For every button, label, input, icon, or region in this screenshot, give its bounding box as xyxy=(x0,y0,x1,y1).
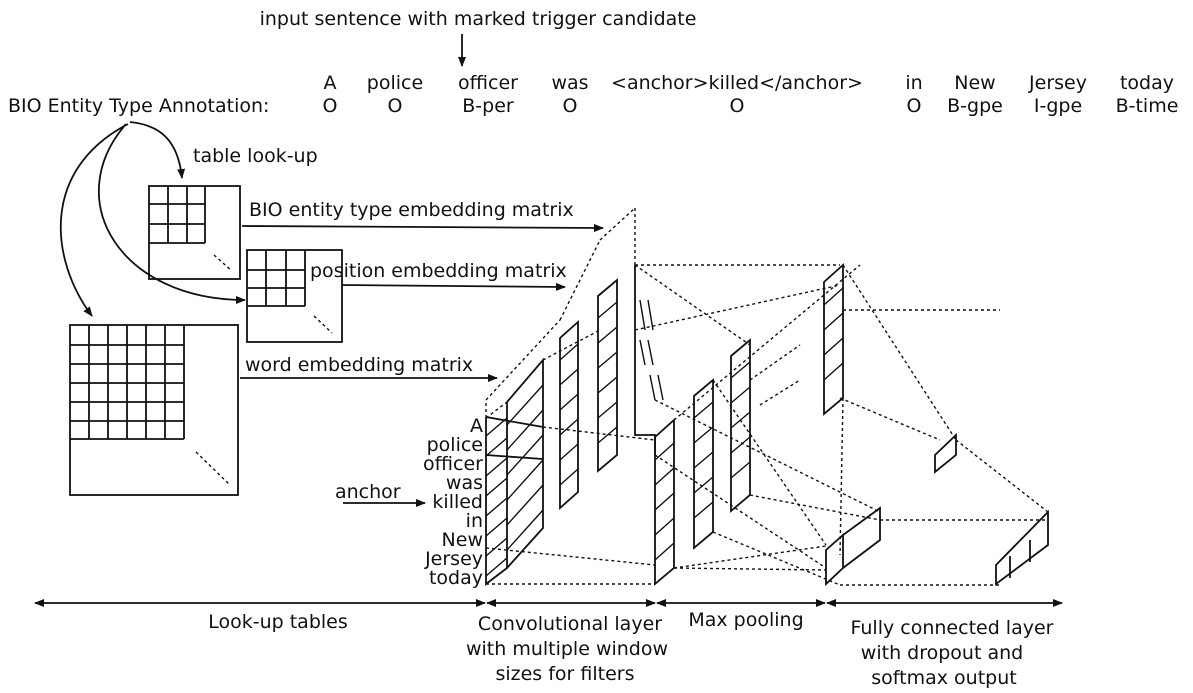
stage-fc-label-3: softmax output xyxy=(871,667,1016,689)
bio-tag: O xyxy=(388,95,403,117)
bio-tags: O O B-per O O O B-gpe I-gpe B-time xyxy=(323,95,1179,117)
anchor-label: anchor xyxy=(335,481,401,503)
position-embedding-table xyxy=(246,249,343,343)
input-embedding-block xyxy=(485,207,656,586)
bio-annotation-label: BIO Entity Type Annotation: xyxy=(8,95,269,117)
token: <anchor>killed</anchor> xyxy=(611,72,863,94)
token: A xyxy=(324,72,337,94)
input-column-words: A police officer was killed in New Jerse… xyxy=(423,415,483,589)
lookup-arrows xyxy=(59,121,246,317)
bio-tag: O xyxy=(730,95,745,117)
word-embedding-table xyxy=(69,324,239,496)
input-word: A xyxy=(470,415,483,437)
input-word: was xyxy=(446,472,483,494)
input-word: killed xyxy=(432,491,483,513)
token: officer xyxy=(458,72,518,94)
bio-tag: I-gpe xyxy=(1034,95,1082,117)
bio-tag: B-gpe xyxy=(947,95,1003,117)
bio-matrix-arrow xyxy=(241,223,604,232)
bio-tag: O xyxy=(563,95,578,117)
stage-conv-label-2: with multiple window xyxy=(466,638,668,660)
bio-matrix-label: BIO entity type embedding matrix xyxy=(249,199,574,221)
input-word: police xyxy=(427,434,483,456)
input-word: New xyxy=(442,529,483,551)
bio-tag: B-per xyxy=(462,95,514,117)
sentence-tokens: A police officer was <anchor>killed</anc… xyxy=(324,72,1175,94)
bio-embedding-table xyxy=(148,185,241,280)
input-word: today xyxy=(429,567,483,589)
input-word: in xyxy=(466,510,483,532)
stage-conv-label-3: sizes for filters xyxy=(495,663,634,685)
fc-output xyxy=(825,432,1049,587)
conv-filters xyxy=(542,264,840,511)
input-sentence-caption: input sentence with marked trigger candi… xyxy=(260,8,697,30)
token: police xyxy=(367,72,423,94)
stage-conv-label-1: Convolutional layer xyxy=(478,613,662,635)
stage-lookup-label: Look-up tables xyxy=(208,611,348,633)
conv-feature-maps xyxy=(639,262,844,586)
token: Jersey xyxy=(1028,72,1087,94)
stage-fc-label-1: Fully connected layer xyxy=(851,617,1054,639)
bio-tag: O xyxy=(323,95,338,117)
bio-tag: O xyxy=(907,95,922,117)
stage-pool-label: Max pooling xyxy=(688,609,803,631)
token: New xyxy=(954,72,995,94)
input-word: officer xyxy=(423,453,483,475)
token: today xyxy=(1120,72,1174,94)
position-matrix-label: position embedding matrix xyxy=(310,260,567,282)
stage-fc-label-2: with dropout and xyxy=(861,642,1023,664)
table-lookup-caption: table look-up xyxy=(193,145,318,167)
position-matrix-arrow xyxy=(341,282,566,291)
word-matrix-label: word embedding matrix xyxy=(245,354,473,376)
bio-tag: B-time xyxy=(1116,95,1179,117)
pooling-connections xyxy=(634,264,1049,586)
token: in xyxy=(905,72,922,94)
token: was xyxy=(551,72,588,94)
input-word: Jersey xyxy=(424,548,483,570)
